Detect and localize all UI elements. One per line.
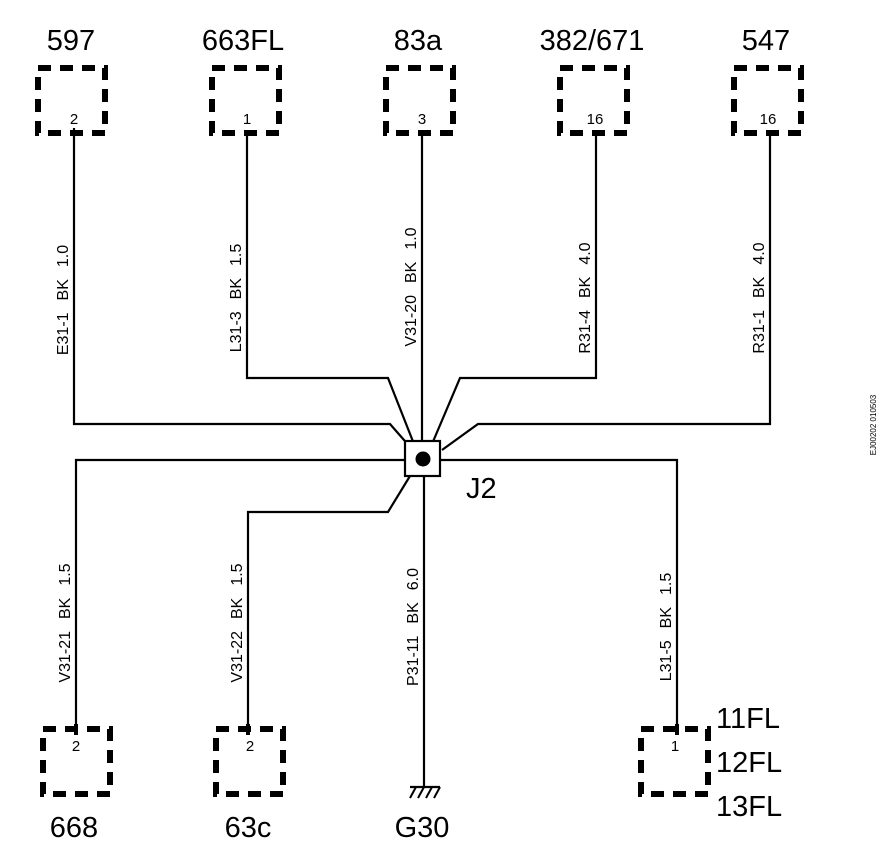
component-label-668: 668 [50,812,98,844]
wire-color: BK [57,597,74,619]
wire-597 [72,134,412,449]
wire-668 [74,458,405,727]
connector-663fl [209,65,282,136]
wire-size: 4.0 [577,242,594,264]
circuit-id: L31-3 [228,311,245,352]
pin-668: 2 [72,738,80,755]
wire-label-382-671: R31-4 BK 4.0 [577,242,594,353]
wire-color: BK [658,607,675,629]
component-label-547: 547 [742,25,790,57]
component-label-13fl: 13FL [716,791,782,823]
connector-11fl [638,724,711,797]
circuit-id: V31-21 [57,631,74,683]
wire-color: BK [55,279,72,301]
connector-668 [40,724,113,797]
wire-size: 1.5 [658,573,675,595]
circuit-id: L31-5 [658,640,675,681]
svg-text:L31-5BK1.5: L31-5 BK 1.5 [658,573,675,682]
svg-text:V31-20BK1.0: V31-20 BK 1.0 [403,227,420,346]
svg-text:L31-3BK1.5: L31-3 BK 1.5 [228,244,245,353]
wire-color: BK [229,597,246,619]
component-label-83a: 83a [394,25,443,57]
pin-11fl: 1 [671,738,679,755]
junction-label: J2 [466,473,497,505]
svg-text:R31-4BK4.0: R31-4 BK 4.0 [577,242,594,353]
circuit-id: V31-22 [229,631,246,683]
wire-size: 1.5 [229,563,246,585]
pin-663fl: 1 [243,111,251,128]
document-id: EJ00202 010503 [869,394,878,455]
wire-size: 1.5 [228,244,245,266]
wire-size: 1.0 [403,227,420,249]
wire-color: BK [405,602,422,624]
wire-color: BK [403,261,420,283]
wire-label-63c: V31-22 BK 1.5 [229,563,246,682]
wire-size: 1.0 [55,245,72,267]
wire-663fl [245,134,416,445]
component-label-663fl: 663FL [202,25,284,57]
circuit-id: P31-11 [405,635,422,686]
pin-597: 2 [70,111,78,128]
component-label-597: 597 [47,25,95,57]
junction-j2 [403,439,442,478]
wire-label-663fl: L31-3 BK 1.5 [228,244,245,353]
wire-color: BK [577,276,594,298]
wire-label-597: E31-1 BK 1.0 [55,245,72,355]
wire-label-11fl: L31-5 BK 1.5 [658,573,675,682]
pin-83a: 3 [418,111,426,128]
ground-label: G30 [395,812,450,844]
component-label-63c: 63c [225,812,272,844]
connector-63c [213,724,286,797]
wire-size: 4.0 [751,242,768,264]
pin-547: 16 [760,111,777,128]
wire-label-83a: V31-20 BK 1.0 [403,227,420,346]
component-label-11fl: 11FL [716,703,780,735]
svg-text:V31-21BK1.5: V31-21 BK 1.5 [57,563,74,682]
wire-11fl [440,458,679,727]
circuit-id: V31-20 [403,295,420,347]
wire-color: BK [751,276,768,298]
wire-label-668: V31-21 BK 1.5 [57,563,74,682]
pin-63c: 2 [246,738,254,755]
connector-597 [35,65,108,136]
component-label-12fl: 12FL [716,747,782,779]
pin-382-671: 16 [587,111,604,128]
svg-text:R31-1BK4.0: R31-1 BK 4.0 [751,242,768,353]
ground-icon [409,785,441,799]
wire-label-547: R31-1 BK 4.0 [751,242,768,353]
component-label-382-671: 382/671 [540,25,645,57]
circuit-id: E31-1 [55,312,72,355]
connector-382-671 [557,65,630,136]
svg-text:V31-22BK1.5: V31-22 BK 1.5 [229,563,246,682]
wire-label-g30: P31-11 BK 6.0 [405,568,422,686]
wire-size: 1.5 [57,563,74,585]
connector-547 [731,65,804,136]
circuit-id: R31-1 [751,310,768,354]
wire-color: BK [228,278,245,300]
connector-83a [383,65,456,136]
svg-text:P31-11BK6.0: P31-11 BK 6.0 [405,568,422,686]
wire-size: 6.0 [405,568,422,590]
svg-text:E31-1BK1.0: E31-1 BK 1.0 [55,245,72,355]
wire-382-671 [430,134,598,445]
wire-547 [441,134,772,451]
circuit-id: R31-4 [577,310,594,354]
wire-63c [246,475,411,727]
